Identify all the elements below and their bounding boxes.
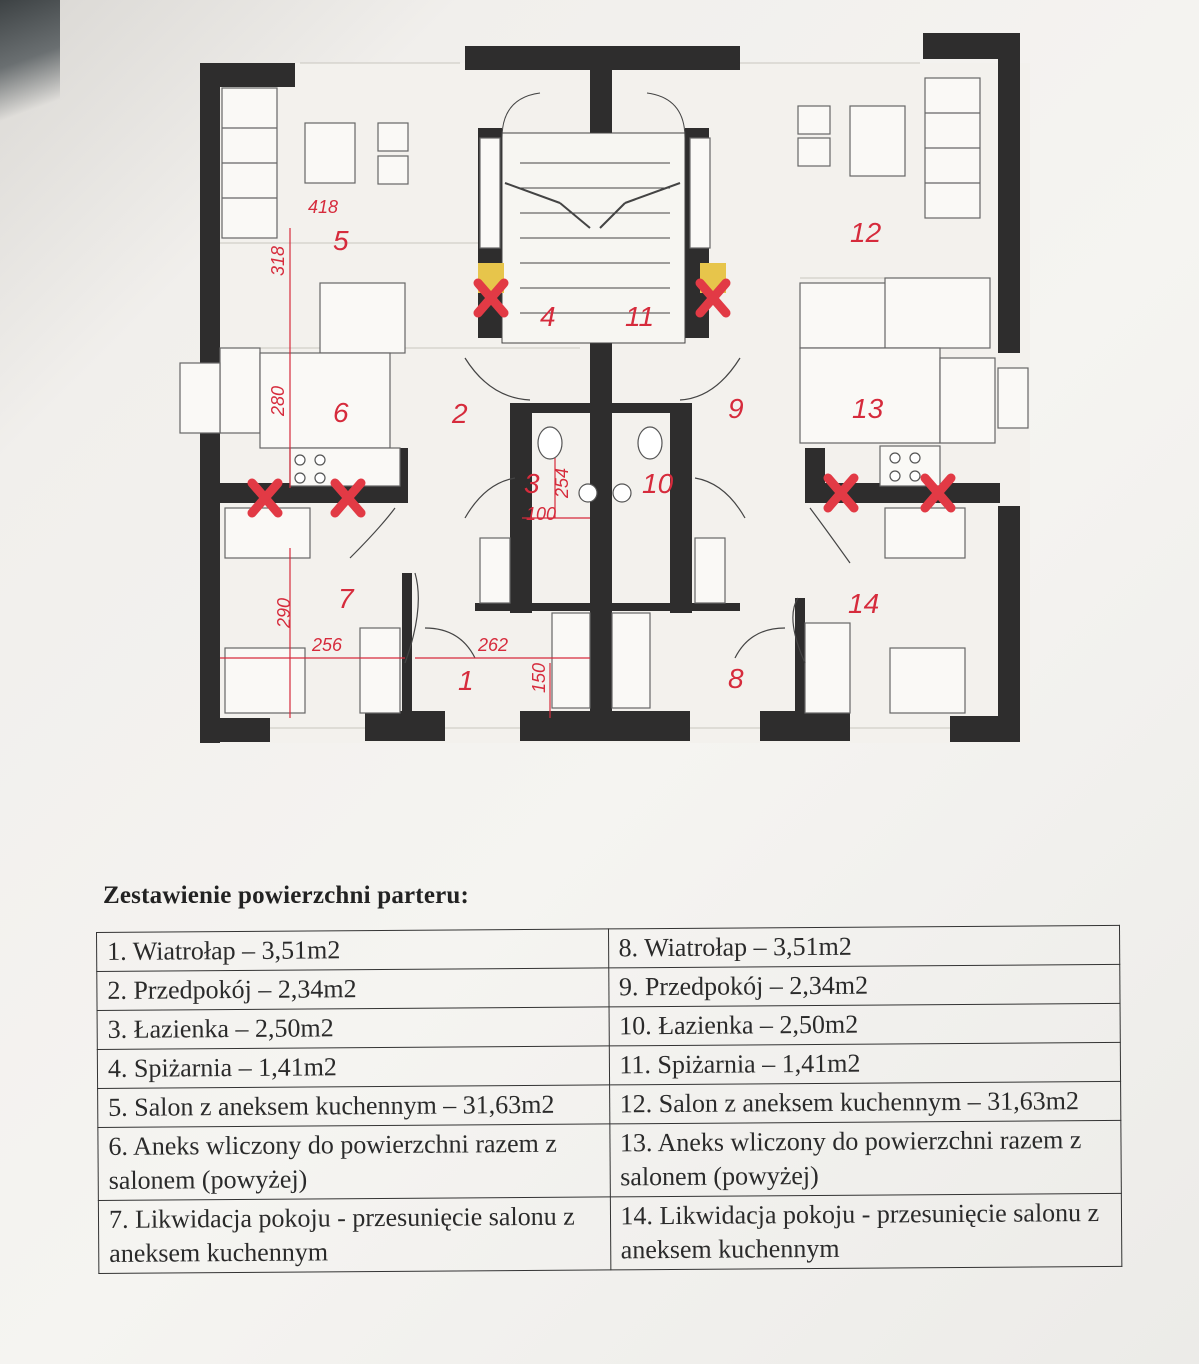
room-number-5: 5 xyxy=(333,225,349,256)
table-cell: 4. Spiżarnia – 1,41m2 xyxy=(97,1045,610,1089)
table-cell: 1. Wiatrołap – 3,51m2 xyxy=(96,928,609,972)
room-number-9: 9 xyxy=(728,393,744,424)
table-cell: 12. Salon z aneksem kuchennym – 31,63m2 xyxy=(609,1081,1121,1124)
stairs xyxy=(501,92,686,344)
room-number-4: 4 xyxy=(540,301,556,332)
room-number-11: 11 xyxy=(625,301,654,332)
table-row: 7. Likwidacja pokoju - przesunięcie salo… xyxy=(98,1193,1122,1274)
area-table: 1. Wiatrołap – 3,51m2 8. Wiatrołap – 3,5… xyxy=(96,925,1122,1274)
dimension-label-280: 280 xyxy=(268,386,288,417)
room-number-6: 6 xyxy=(333,397,349,428)
table-cell: 7. Likwidacja pokoju - przesunięcie salo… xyxy=(98,1196,611,1274)
table-cell: 6. Aneks wliczony do powierzchni razem z… xyxy=(97,1123,610,1201)
table-cell: 5. Salon z aneksem kuchennym – 31,63m2 xyxy=(97,1084,610,1128)
removed-wall-marks xyxy=(247,278,956,518)
dimension-label-254: 254 xyxy=(552,468,572,499)
dimension-label-100: 100 xyxy=(526,504,556,524)
dimension-label-262: 262 xyxy=(477,635,508,655)
table-cell: 14. Likwidacja pokoju - przesunięcie sal… xyxy=(609,1193,1122,1270)
room-number-7: 7 xyxy=(338,583,355,614)
sanitary xyxy=(294,426,921,503)
dimension-label-318: 318 xyxy=(268,246,288,276)
dimension-label-150: 150 xyxy=(529,663,549,693)
table-cell: 9. Przedpokój – 2,34m2 xyxy=(608,964,1121,1007)
table-cell: 11. Spiżarnia – 1,41m2 xyxy=(608,1042,1121,1085)
room-number-2: 2 xyxy=(451,398,468,429)
room-number-12: 12 xyxy=(850,217,882,248)
table-row: 6. Aneks wliczony do powierzchni razem z… xyxy=(97,1120,1122,1201)
floor-plan: 5 6 7 1 2 3 4 11 10 9 8 12 13 14 418 318… xyxy=(179,33,1030,743)
table-cell: 8. Wiatrołap – 3,51m2 xyxy=(607,925,1120,968)
table-cell: 13. Aneks wliczony do powierzchni razem … xyxy=(609,1120,1122,1197)
room-number-1: 1 xyxy=(458,665,474,696)
room-number-8: 8 xyxy=(728,663,744,694)
table-title: Zestawienie powierzchni parteru: xyxy=(103,882,470,909)
furniture xyxy=(179,77,1029,714)
room-number-14: 14 xyxy=(848,588,879,619)
table-cell: 10. Łazienka – 2,50m2 xyxy=(608,1003,1121,1046)
room-number-3: 3 xyxy=(524,468,540,499)
table-cell: 2. Przedpokój – 2,34m2 xyxy=(96,967,609,1011)
room-number-13: 13 xyxy=(852,393,884,424)
dimension-label-256: 256 xyxy=(311,635,343,655)
dimension-label-290: 290 xyxy=(274,598,294,629)
dimension-lines xyxy=(220,228,590,718)
table-cell: 3. Łazienka – 2,50m2 xyxy=(97,1006,609,1050)
room-number-10: 10 xyxy=(642,468,674,499)
dimension-label-418: 418 xyxy=(308,197,338,217)
page-shadow xyxy=(0,0,60,130)
doors xyxy=(349,357,851,664)
